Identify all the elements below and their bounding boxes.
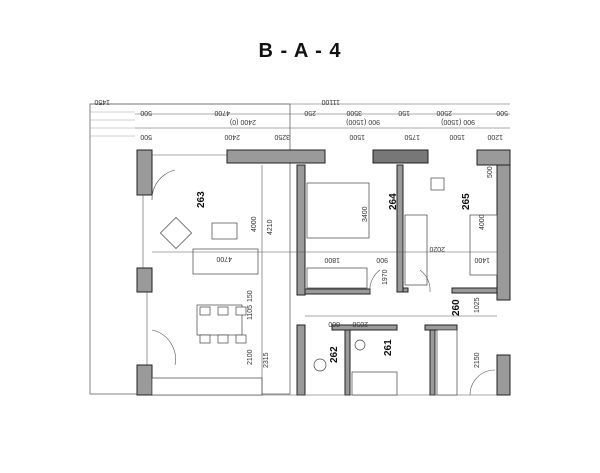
dim-text: 4000	[251, 216, 258, 232]
top-dimensions: 1450 11100 500 4700 250 3500 150 2500 50…	[94, 98, 508, 140]
dim-text: 1200	[487, 133, 503, 140]
dim-text: 3500	[346, 109, 362, 116]
dim-text: 2315	[263, 352, 270, 368]
dim-text: 500	[140, 109, 152, 116]
dim-text: 1450	[94, 98, 110, 105]
kitchen-counter	[151, 377, 263, 396]
dim-text: 2050	[352, 320, 368, 327]
room-262-label: 262	[329, 346, 340, 363]
dim-text: 4210	[267, 219, 274, 235]
dim-text: 2500	[436, 109, 452, 116]
dim-text: 2400	[224, 133, 240, 140]
wardrobe	[306, 267, 368, 289]
room-264-label: 264	[388, 193, 399, 210]
dim-text: 3250	[274, 133, 290, 140]
dim-text: 1800	[324, 256, 340, 263]
dim-text: 3400	[362, 206, 369, 222]
dim-text: 900	[376, 256, 388, 263]
dim-text: 500	[496, 109, 508, 116]
coffee-table	[211, 222, 238, 240]
dim-text: 4700	[216, 255, 232, 262]
washbasin	[354, 339, 366, 351]
dim-text: 1500	[349, 133, 365, 140]
dim-text: 11100	[321, 98, 340, 105]
sofa	[192, 248, 259, 275]
bed	[469, 214, 498, 276]
dim-text: 500	[140, 133, 152, 140]
bathtub	[351, 371, 398, 396]
dim-text: 900 (1500)	[346, 118, 380, 125]
dim-text: 250	[304, 109, 316, 116]
dim-text: 1970	[382, 269, 389, 285]
furniture	[151, 177, 498, 396]
wardrobe	[404, 214, 428, 286]
dim-text: 900 (1500)	[441, 118, 475, 125]
dim-text: 2100	[247, 349, 254, 365]
plan-title: B - A - 4	[258, 40, 342, 62]
dim-text: 150	[398, 109, 410, 116]
dim-text: 150	[247, 290, 254, 302]
toilet	[313, 358, 327, 372]
dim-text: 1750	[404, 133, 420, 140]
chair	[430, 177, 445, 191]
door-swings	[151, 169, 496, 396]
dim-text: 1025	[474, 297, 481, 313]
inner-dimensions: 4000 4210 4700 3400 1800 900 2020 1400 4…	[216, 166, 494, 368]
dim-text: 2400 (0)	[230, 118, 256, 125]
armchair	[159, 216, 193, 250]
dim-text: 4000	[479, 214, 486, 230]
dim-text: 4700	[214, 109, 230, 116]
dim-text: 1105	[247, 305, 254, 320]
room-260-label: 260	[451, 299, 462, 316]
room-261-label: 261	[383, 339, 394, 356]
dim-text: 1500	[449, 133, 465, 140]
room-265-label: 265	[461, 193, 472, 210]
inner-dimension-lines	[152, 165, 497, 395]
double-bed	[306, 182, 370, 239]
dim-text: 2020	[429, 245, 445, 252]
room-263-label: 263	[196, 191, 207, 208]
dim-text: 500	[487, 166, 494, 178]
dim-text: 2150	[474, 352, 481, 368]
room-labels: 263 264 265 260 261 262	[196, 191, 472, 363]
dim-text: 800	[328, 320, 340, 327]
dim-text: 1400	[474, 256, 490, 263]
hall-wardrobe	[436, 329, 458, 396]
